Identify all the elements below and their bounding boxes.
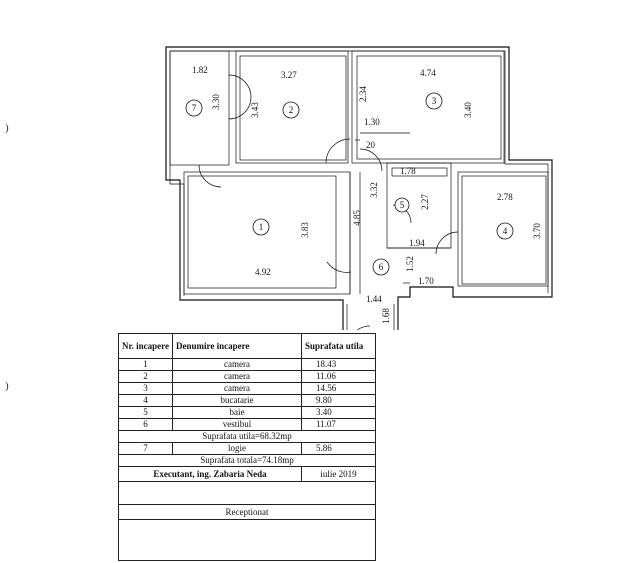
row-name: camera: [172, 382, 302, 395]
receptionat: Receptionat: [118, 504, 376, 520]
row-nr: 2: [118, 370, 173, 383]
dim-label: 2.78: [497, 192, 513, 202]
header-area: Suprafata utila: [301, 333, 376, 359]
dim-label: 3.43: [250, 102, 260, 118]
dim-label: 1.70: [418, 276, 434, 286]
room-4-marker: 4: [496, 222, 514, 240]
room-markers: 1 2 3 4 5 6 7: [185, 92, 514, 276]
header-name: Denumire incapere: [172, 333, 302, 359]
blank-cell: [118, 481, 376, 505]
signature-row: [118, 519, 376, 561]
room-7-marker: 7: [185, 99, 203, 117]
dim-label: 4.92: [255, 267, 271, 277]
svg-text:1: 1: [259, 222, 264, 232]
dim-label: 1.30: [364, 117, 380, 127]
table-header: Nr. incapere Denumire incapere Suprafata…: [118, 333, 376, 359]
dim-label: 3.40: [463, 102, 473, 118]
dim-label: 2.27: [420, 194, 430, 210]
room-1-marker: 1: [252, 218, 270, 236]
header-nr: Nr. incapere: [118, 333, 173, 359]
row-area: 11.06: [301, 370, 376, 383]
util-total: Suprafata utila=68.32mp: [118, 430, 376, 443]
total-area: Suprafata totala=74.18mp: [118, 454, 376, 467]
svg-text:5: 5: [400, 200, 405, 210]
room-5-marker: 5: [394, 197, 410, 213]
row-name: baie: [172, 406, 302, 419]
dim-label: 1.52: [405, 256, 415, 272]
row-name: bucatarie: [172, 394, 302, 407]
svg-text:3: 3: [432, 96, 437, 106]
floor-plan: 1 2 3 4 5 6 7 1.82 3.30 3.27 3.43 4.74 2…: [165, 46, 553, 330]
row-nr: 4: [118, 394, 173, 407]
table-row: 3 camera 14.56: [118, 382, 376, 395]
dim-label: 4.85: [352, 210, 362, 226]
row-name: vestibul: [172, 418, 302, 431]
row-nr: 5: [118, 406, 173, 419]
row-area: 11.07: [301, 418, 376, 431]
row-area: 9.80: [301, 394, 376, 407]
svg-text:4: 4: [503, 226, 508, 236]
blank-row: [118, 481, 376, 505]
room-6-marker: 6: [372, 258, 390, 276]
receptionat-row: Receptionat: [118, 504, 376, 520]
row-name: camera: [172, 358, 302, 371]
dim-label: 3.83: [300, 222, 310, 238]
date: iulie 2019: [301, 466, 376, 482]
dim-label: 1.82: [192, 65, 208, 75]
dim-label: 1.94: [409, 238, 425, 248]
row-nr: 1: [118, 358, 173, 371]
row-name: camera: [172, 370, 302, 383]
row-area: 5.86: [301, 442, 376, 455]
edge-mark: ): [5, 380, 9, 392]
dim-label: 20: [366, 140, 376, 150]
row-nr: 7: [118, 442, 173, 455]
row-nr: 6: [118, 418, 173, 431]
executant-row: Executant, ing. Zabaria Neda iulie 2019: [118, 466, 376, 482]
signature-cell: [118, 519, 376, 561]
row-area: 3.40: [301, 406, 376, 419]
edge-mark: ): [5, 122, 9, 134]
table-row: 5 baie 3.40: [118, 406, 376, 419]
executant: Executant, ing. Zabaria Neda: [118, 466, 302, 482]
table-row: 1 camera 18.43: [118, 358, 376, 371]
table-row: 2 camera 11.06: [118, 370, 376, 383]
dim-label: 1.44: [366, 294, 382, 304]
table-row: 7 logie 5.86: [118, 442, 376, 455]
svg-text:2: 2: [289, 105, 294, 115]
dimension-labels: 1.82 3.30 3.27 3.43 4.74 2.34 3.40 1.30 …: [192, 65, 542, 324]
svg-text:7: 7: [192, 103, 197, 113]
svg-text:6: 6: [379, 262, 384, 272]
dim-label: 2.34: [358, 86, 368, 102]
dim-label: 3.70: [532, 223, 542, 239]
table-row: 6 vestibul 11.07: [118, 418, 376, 431]
dim-label: 3.27: [281, 70, 297, 80]
dim-label: 1.78: [400, 166, 416, 176]
dim-label: 3.32: [369, 182, 379, 198]
row-area: 18.43: [301, 358, 376, 371]
row-name: logie: [172, 442, 302, 455]
dim-label: 3.30: [211, 94, 221, 110]
area-table: Nr. incapere Denumire incapere Suprafata…: [118, 333, 376, 561]
room-2-marker: 2: [282, 101, 300, 119]
util-total-row: Suprafata utila=68.32mp: [118, 430, 376, 443]
total-row: Suprafata totala=74.18mp: [118, 454, 376, 467]
interior-walls: [169, 50, 549, 295]
room-3-marker: 3: [425, 92, 443, 110]
table-row: 4 bucatarie 9.80: [118, 394, 376, 407]
row-nr: 3: [118, 382, 173, 395]
dim-label: 4.74: [420, 68, 436, 78]
row-area: 14.56: [301, 382, 376, 395]
dim-label: 1.68: [381, 308, 391, 324]
